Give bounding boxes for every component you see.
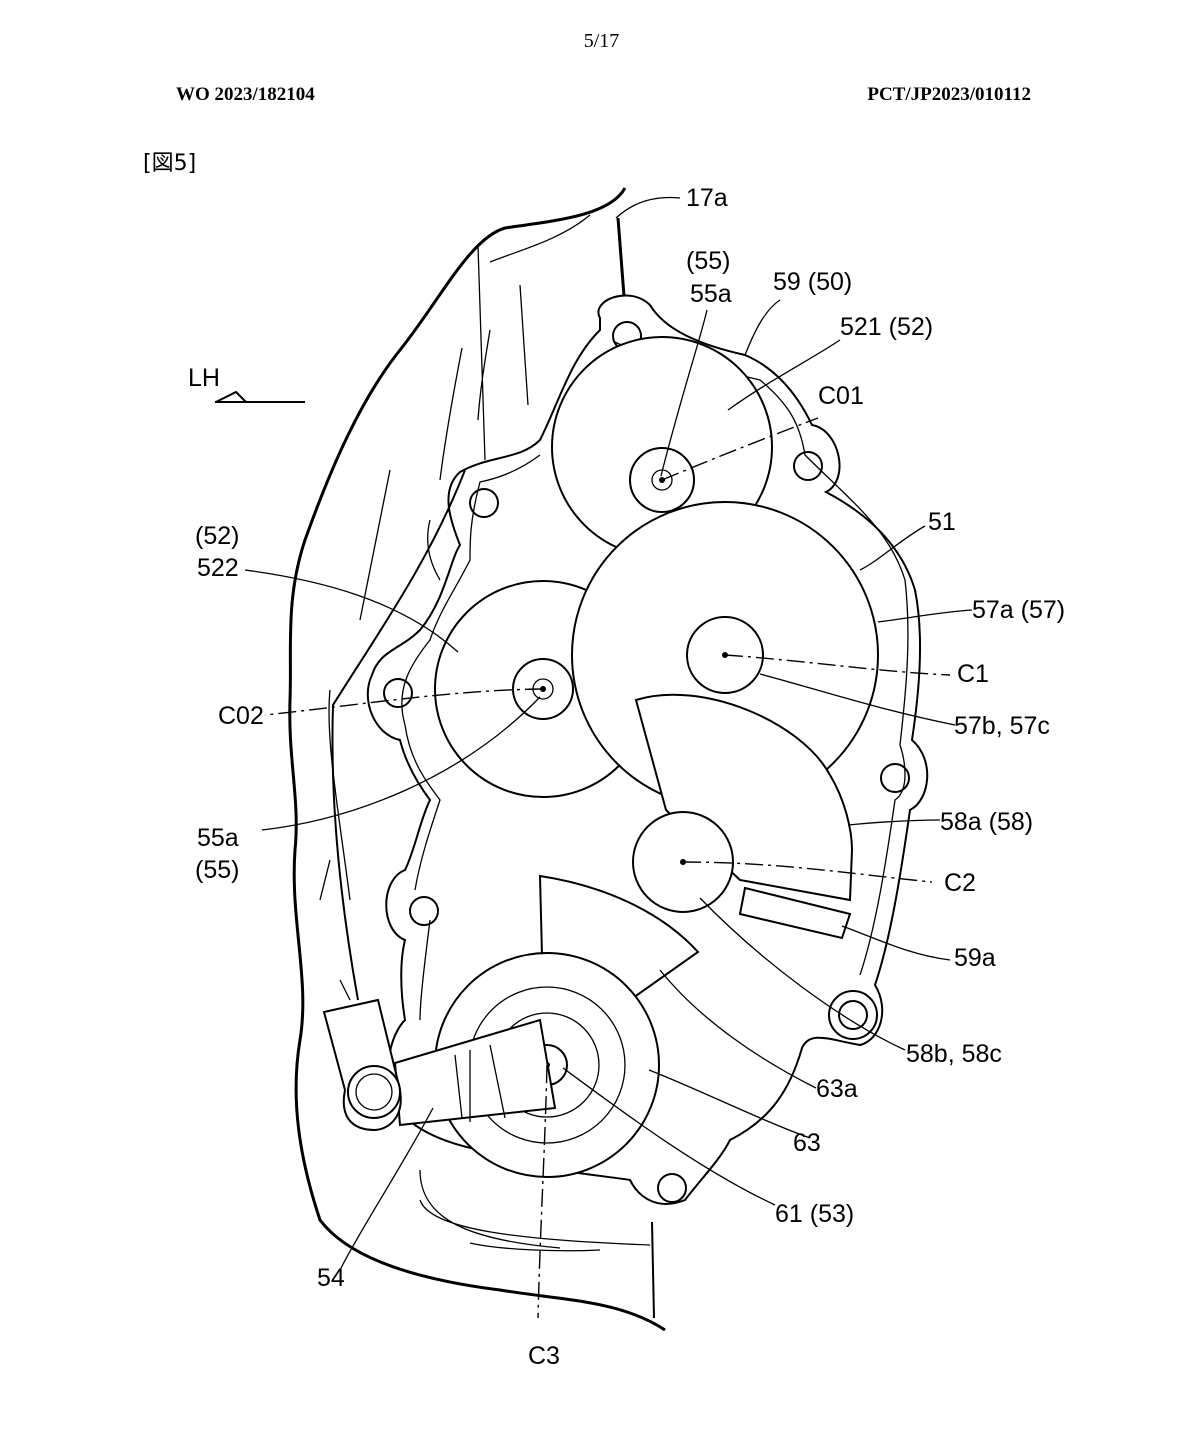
label-52-paren: (52)	[195, 522, 239, 550]
label-C3: C3	[528, 1342, 560, 1370]
cover-flange-outline	[366, 294, 929, 1205]
label-63a: 63a	[816, 1075, 858, 1103]
label-58a: 58a (58)	[940, 808, 1033, 836]
label-55-top-paren: (55)	[686, 247, 730, 275]
leader-lines	[244, 196, 973, 1271]
label-51: 51	[928, 508, 956, 536]
publication-number: WO 2023/182104	[176, 84, 315, 105]
label-58b-58c: 58b, 58c	[906, 1040, 1002, 1068]
label-LH: LH	[188, 364, 220, 392]
label-C1: C1	[957, 660, 989, 688]
label-63: 63	[793, 1129, 821, 1157]
lh-direction-arrow	[215, 390, 305, 403]
casing-rib-line	[616, 217, 626, 297]
label-C01: C01	[818, 382, 864, 410]
label-55a-bottom: 55a	[197, 824, 239, 852]
label-61: 61 (53)	[775, 1200, 854, 1228]
label-C02: C02	[218, 702, 264, 730]
figure-label: [図5]	[143, 151, 197, 176]
label-C2: C2	[944, 869, 976, 897]
casing-edge-bottom	[651, 1221, 655, 1319]
center-lines	[264, 417, 951, 1319]
stopper-59a	[738, 886, 852, 940]
label-59a: 59a	[954, 944, 996, 972]
application-number: PCT/JP2023/010112	[867, 84, 1031, 105]
label-521: 521 (52)	[840, 313, 933, 341]
casing-diagonal-line	[331, 469, 466, 1001]
label-17a: 17a	[686, 184, 728, 212]
cover-inner-outline	[401, 341, 909, 1021]
page-number: 5/17	[583, 30, 620, 52]
label-57b-57c: 57b, 57c	[954, 712, 1050, 740]
label-522: 522	[197, 554, 239, 582]
label-55-bottom-paren: (55)	[195, 856, 239, 884]
arm-54	[322, 998, 557, 1132]
label-57a: 57a (57)	[972, 596, 1065, 624]
casing-outline	[288, 187, 666, 1332]
label-55a-top: 55a	[690, 280, 732, 308]
label-59: 59 (50)	[773, 268, 852, 296]
label-54: 54	[317, 1264, 345, 1292]
